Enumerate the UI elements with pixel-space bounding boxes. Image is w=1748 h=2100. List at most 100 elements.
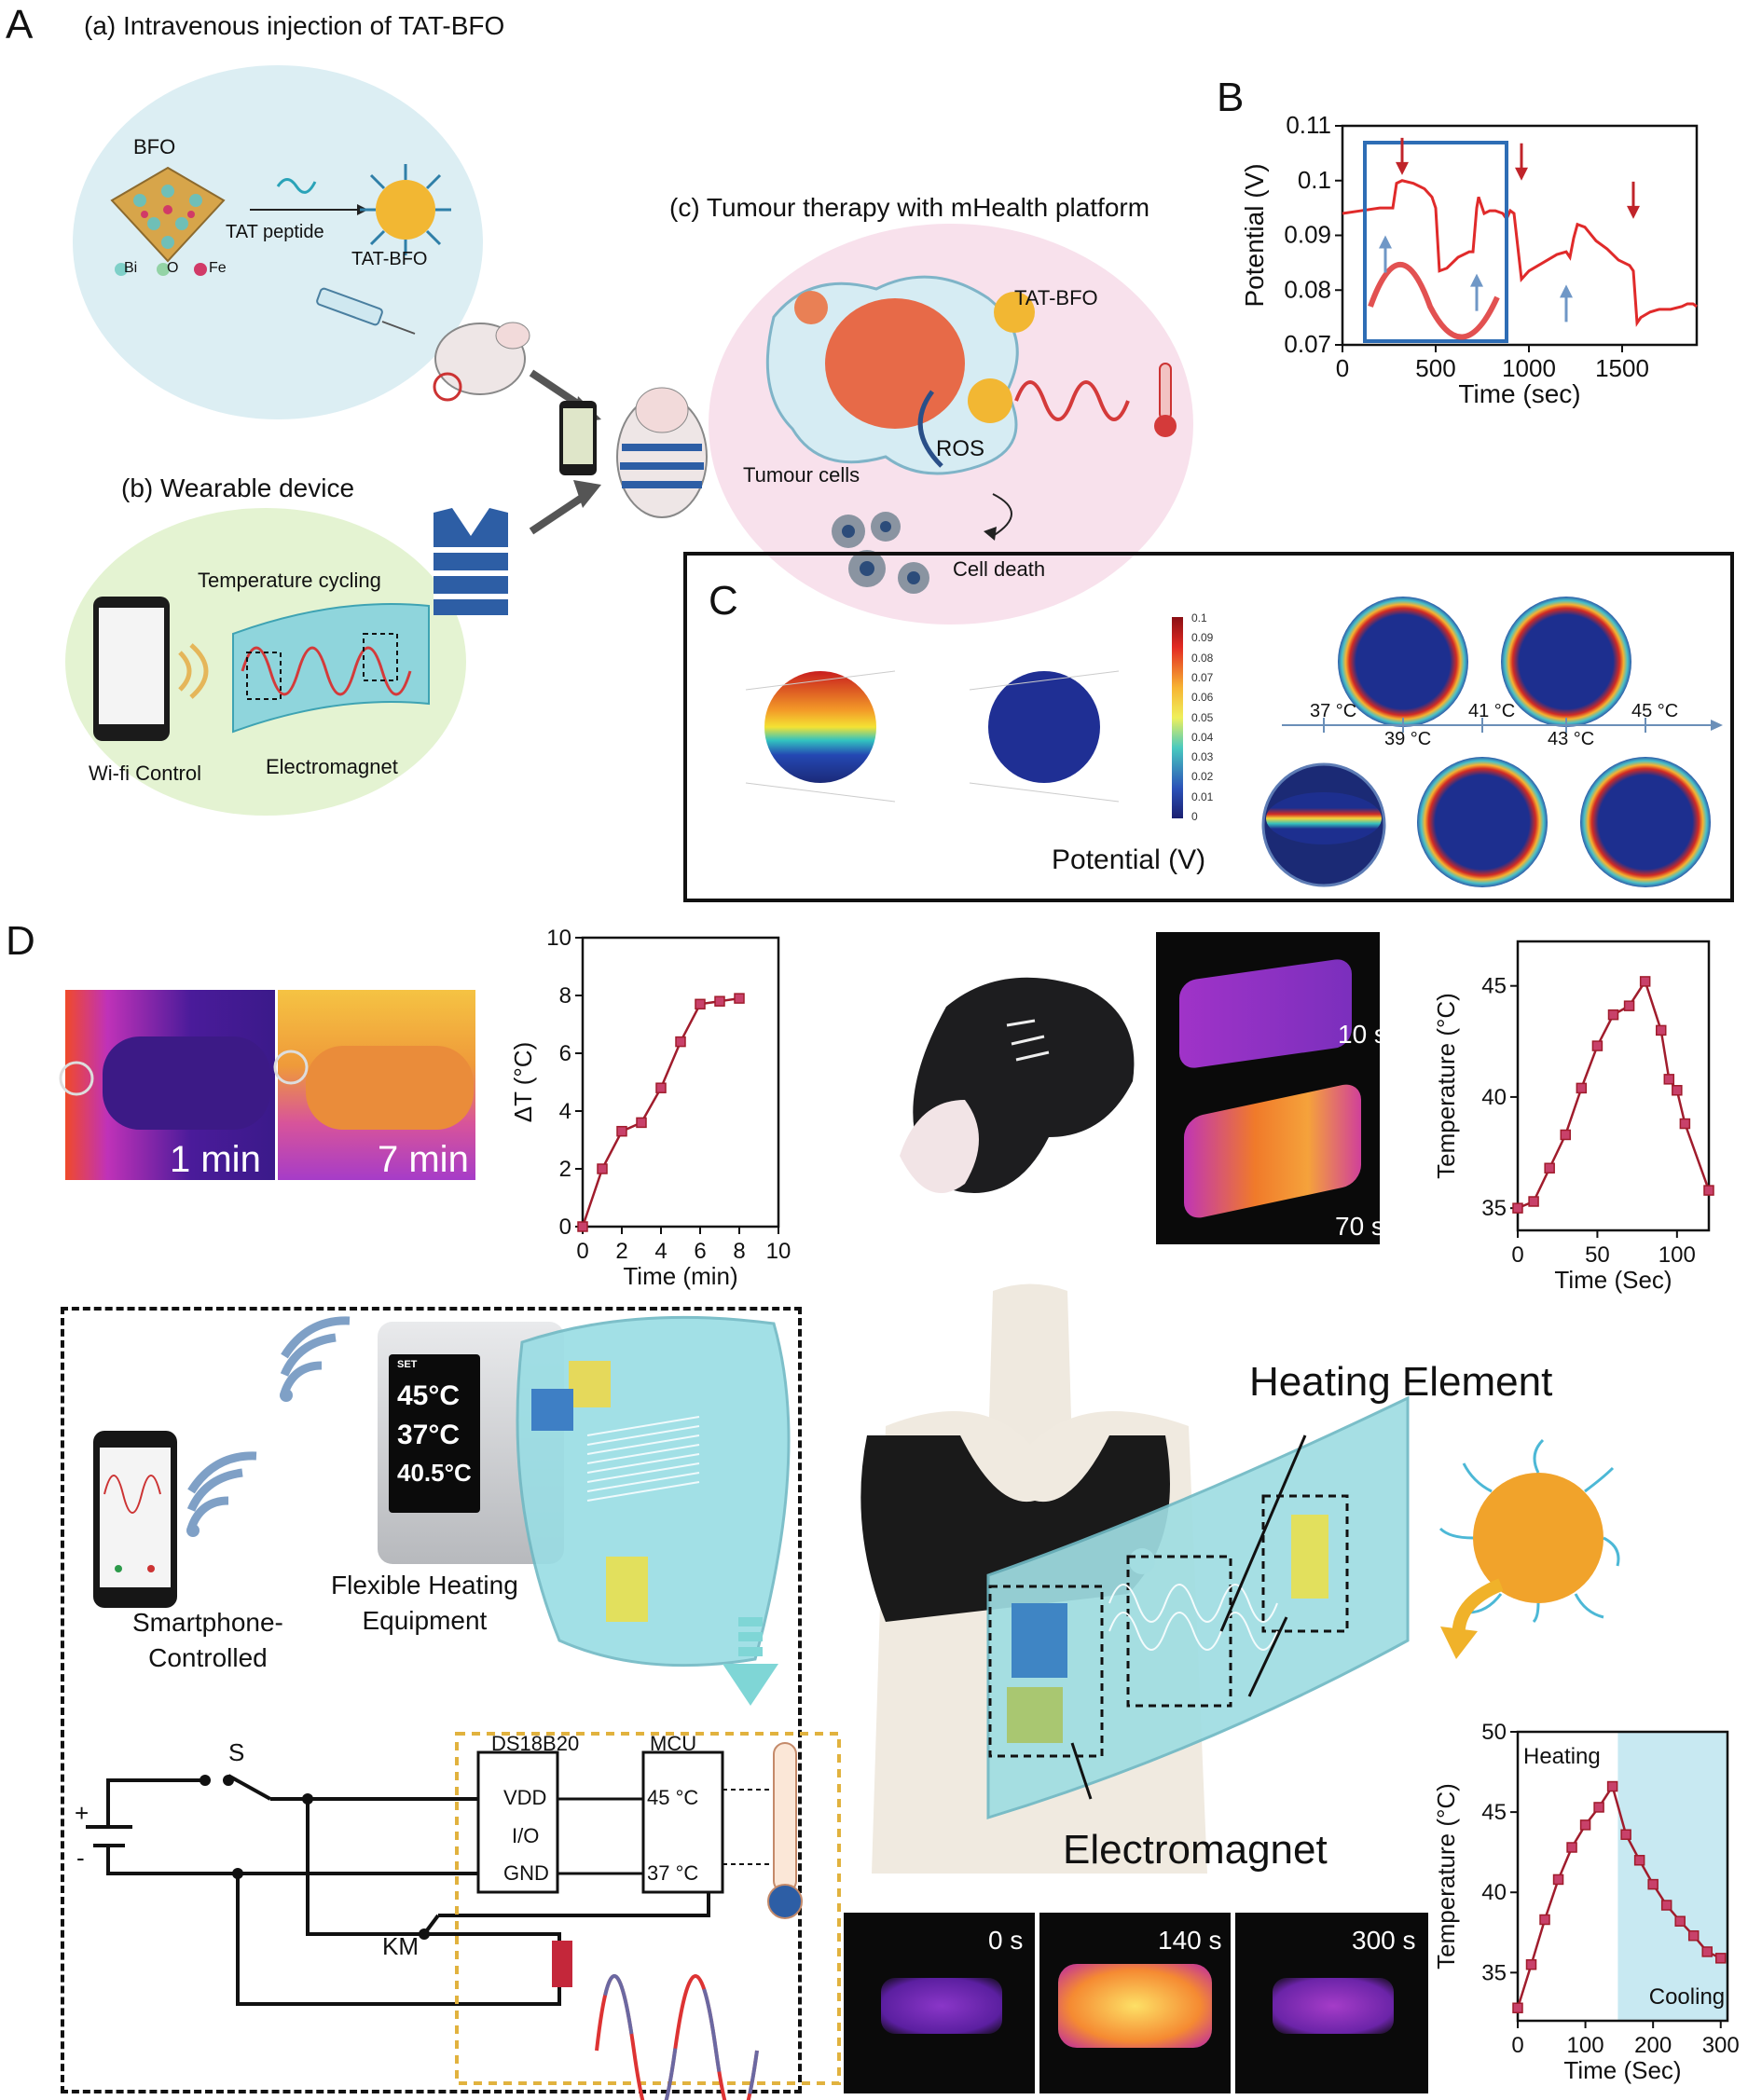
data-point (1660, 1900, 1672, 1911)
ir-label-1min: 1 min (170, 1139, 261, 1180)
battery-plus: + (75, 1799, 89, 1827)
drop-arrow-head (1627, 205, 1640, 219)
x-axis-label: Time (Sec) (1563, 2056, 1681, 2084)
ir-device-0s (844, 1913, 1035, 2093)
y-tick-label: 6 (559, 1041, 571, 1066)
data-point (1566, 1842, 1577, 1853)
ir-device-300s (1235, 1913, 1428, 2093)
colorbar-tick-label: 0.1 (1191, 611, 1207, 625)
data-point (1620, 1829, 1631, 1840)
mcu-37-label: 37 °C (647, 1861, 699, 1885)
y-tick-label: 45 (1481, 974, 1507, 999)
ring-temp-label: 37 °C (1310, 701, 1357, 721)
heating-element-label: Heating Element (1249, 1359, 1553, 1405)
data-point (1703, 1185, 1714, 1196)
x-tick-label: 100 (1567, 2033, 1604, 2058)
series-line (1516, 1783, 1722, 2009)
data-point (1633, 1855, 1645, 1866)
data-point (1623, 1000, 1635, 1011)
data-point (1560, 1129, 1571, 1141)
x-tick-label: 100 (1659, 1242, 1696, 1268)
plot-frame (1516, 940, 1711, 1232)
ir-label-0s: 0 s (988, 1926, 1024, 1955)
colorbar-tick-label: 0.02 (1191, 770, 1214, 784)
x-tick-label: 6 (694, 1239, 706, 1264)
y-tick-label: 50 (1481, 1720, 1507, 1745)
y-tick-label: 40 (1481, 1880, 1507, 1905)
vdd-label: VDD (503, 1786, 547, 1809)
data-point (636, 1117, 647, 1129)
legend-bi: Bi (124, 260, 138, 276)
legend-o: O (167, 260, 179, 276)
heating-label: Heating (1523, 1744, 1601, 1769)
legend-fe: Fe (209, 260, 227, 276)
drop-arrow-head (1515, 167, 1528, 181)
tat-peptide-label: TAT peptide (226, 222, 324, 242)
ros-label: ROS (936, 436, 985, 461)
x-tick-label: 1500 (1595, 354, 1649, 382)
rise-arrow-head (1470, 273, 1483, 287)
data-point (1687, 1929, 1700, 1942)
inset-wave-line (1368, 262, 1500, 340)
x-tick-label: 0 (576, 1239, 588, 1264)
data-point (1639, 976, 1651, 987)
colorbar-tick-label: 0.03 (1191, 750, 1214, 764)
drop-arrow-head (1396, 161, 1409, 175)
km-label: KM (382, 1932, 419, 1960)
y-tick-label: 0 (559, 1215, 571, 1240)
data-point (1544, 1162, 1555, 1174)
data-point (577, 1221, 588, 1232)
rise-arrow-head (1379, 235, 1392, 249)
dead-cells-icon (832, 512, 929, 594)
data-point (1656, 1024, 1667, 1036)
ir-markers (59, 1050, 309, 1096)
data-point (1607, 1009, 1619, 1021)
x-tick-label: 500 (1415, 354, 1455, 382)
data-point (1679, 1118, 1691, 1130)
wifi-signal-icon-phone (186, 1451, 257, 1537)
rise-arrow-head (1560, 284, 1573, 298)
x-tick-label: 10 (766, 1239, 791, 1264)
x-axis-label: Time (Sec) (1554, 1266, 1672, 1294)
display-line: SET (397, 1359, 418, 1370)
data-point (616, 1125, 627, 1137)
y-tick-label: 35 (1481, 1960, 1507, 1985)
tat-bfo-label-c: TAT-BFO (1014, 286, 1098, 309)
x-tick-label: 50 (1585, 1242, 1610, 1268)
data-point (1512, 1202, 1523, 1214)
wifi-signal-icon-device (280, 1316, 351, 1402)
ir-label-300s: 300 s (1352, 1926, 1416, 1955)
y-tick-label: 0.11 (1286, 111, 1331, 139)
x-tick-label: 300 (1702, 2033, 1740, 2058)
data-point (597, 1163, 608, 1174)
ring-temp-label: 43 °C (1548, 729, 1595, 749)
ring-temp-label: 39 °C (1384, 729, 1432, 749)
display-line: 40.5°C (397, 1459, 472, 1487)
y-tick-label: 0.1 (1298, 166, 1331, 194)
colorbar-icon (1172, 617, 1183, 818)
data-point (675, 1036, 686, 1048)
highlight-box (1363, 141, 1508, 343)
data-point (1539, 1914, 1550, 1926)
data-point (655, 1082, 667, 1093)
y-axis-label: ΔT (°C) (509, 1042, 537, 1123)
mouse-injected-icon (433, 322, 530, 402)
panel-letter-b: B (1217, 75, 1245, 120)
tat-bfo-particle-icon (360, 164, 451, 255)
x-tick-label: 1000 (1502, 354, 1556, 382)
colorbar-tick-label: 0.09 (1191, 631, 1214, 645)
colorbar-tick-label: 0.08 (1191, 651, 1214, 665)
element-legend (115, 263, 207, 276)
colorbar-tick-label: 0.04 (1191, 730, 1214, 744)
flexible-heater-icon (516, 1315, 791, 1668)
ir-label-7min: 7 min (378, 1139, 469, 1180)
heater-on-body-icon (986, 1395, 1410, 1820)
x-tick-label: 0 (1336, 354, 1349, 382)
sphere-uniform-icon (969, 670, 1120, 803)
pig-ir-label-10s: 10 s (1338, 1020, 1387, 1049)
ring-temp-label: 45 °C (1631, 701, 1679, 721)
y-axis-label: Temperature (°C) (1432, 1783, 1460, 1970)
